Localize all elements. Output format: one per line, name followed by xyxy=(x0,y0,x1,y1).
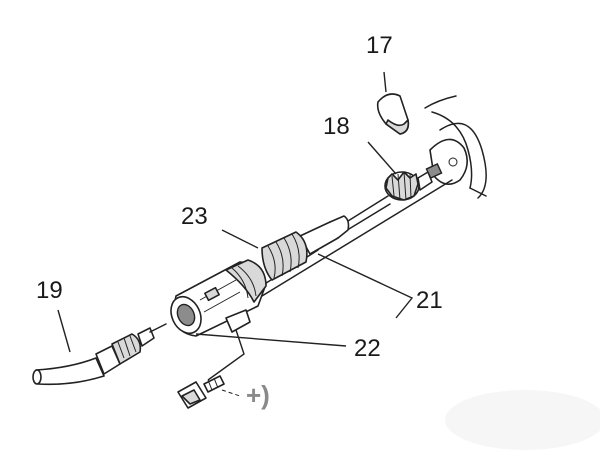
background-smudge xyxy=(445,390,600,450)
leader-18 xyxy=(367,141,397,175)
callout-22: 22 xyxy=(354,335,381,362)
callout-23: 23 xyxy=(181,203,208,230)
leader-23 xyxy=(221,229,259,249)
leader-screw xyxy=(207,329,245,381)
part-23-connector-body xyxy=(170,215,350,337)
screw-part xyxy=(177,375,241,409)
leader-17 xyxy=(383,71,387,93)
part-17-cap xyxy=(376,93,410,135)
leader-19 xyxy=(57,309,71,353)
note-symbol: +) xyxy=(246,380,270,410)
callout-17: 17 xyxy=(366,32,393,59)
callout-18: 18 xyxy=(323,113,350,140)
part-19-cable-plug xyxy=(32,323,167,386)
part-18-gear xyxy=(384,163,443,201)
leader-22 xyxy=(195,333,347,347)
callout-19: 19 xyxy=(36,277,63,304)
leader-21 xyxy=(317,253,414,319)
callout-21: 21 xyxy=(416,287,443,314)
